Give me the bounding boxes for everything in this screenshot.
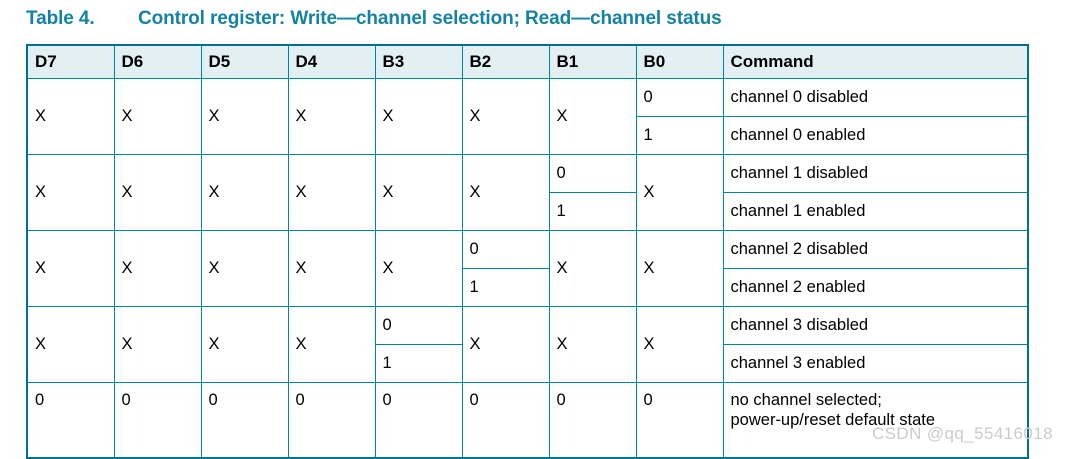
cell-b1-ch0: X <box>548 78 637 155</box>
cell-d5-ch3: X <box>200 306 289 383</box>
cell-b0-ch1: X <box>635 154 724 231</box>
cell-command-ch1-enabled: channel 1 enabled <box>722 192 1029 231</box>
cell-d6-ch1: X <box>113 154 202 231</box>
column-header-d4: D4 <box>287 44 376 79</box>
cell-d7-default: 0 <box>26 382 115 459</box>
cell-d6-ch2: X <box>113 230 202 307</box>
table-body: X X X X X X X 0 channel 0 disabled 1 cha… <box>26 78 1029 459</box>
cell-b2-ch0: X <box>461 78 550 155</box>
control-register-table-wrapper: D7 D6 D5 D4 B3 B2 B1 B0 Command X X X <box>26 44 1029 459</box>
cell-b0-ch0-disabled: 0 <box>635 78 724 117</box>
cell-command-ch0-disabled: channel 0 disabled <box>722 78 1029 117</box>
cell-d4-default: 0 <box>287 382 376 459</box>
cell-d4-ch2: X <box>287 230 376 307</box>
cell-d6-ch0: X <box>113 78 202 155</box>
cell-d7-ch0: X <box>26 78 115 155</box>
cell-d7-ch2: X <box>26 230 115 307</box>
table-row: X X X X X X 0 X channel 1 disabled <box>26 154 1029 231</box>
cell-d7-ch3: X <box>26 306 115 383</box>
table-row: X X X X X 0 X X channel 2 disabled <box>26 230 1029 307</box>
column-header-b2: B2 <box>461 44 550 79</box>
cell-b0-ch0-enabled: 1 <box>635 116 724 155</box>
cell-b0-default: 0 <box>635 382 724 459</box>
cell-command-default-line2: power-up/reset default state <box>730 411 936 430</box>
table-row: X X X X 0 X X X channel 3 disabled <box>26 306 1029 383</box>
cell-command-ch0-enabled: channel 0 enabled <box>722 116 1029 155</box>
cell-command-default: no channel selected; power-up/reset defa… <box>722 382 1029 459</box>
cell-d6-default: 0 <box>113 382 202 459</box>
cell-b1-ch2: X <box>548 230 637 307</box>
table-row: 1 channel 0 enabled <box>27 116 1029 155</box>
cell-b2-ch2-enabled: 1 <box>461 268 550 307</box>
cell-b2-ch3: X <box>461 306 550 383</box>
table-row: 0 0 0 0 0 0 0 0 no channel selected; pow… <box>26 382 1029 459</box>
cell-d4-ch3: X <box>287 306 376 383</box>
cell-d4-ch1: X <box>287 154 376 231</box>
cell-d5-ch2: X <box>200 230 289 307</box>
column-header-d6: D6 <box>113 44 202 79</box>
cell-b2-ch1: X <box>461 154 550 231</box>
cell-command-ch1-disabled: channel 1 disabled <box>722 154 1029 193</box>
cell-b2-ch2-disabled: 0 <box>461 230 550 269</box>
column-header-command: Command <box>722 44 1029 79</box>
cell-b3-ch3-enabled: 1 <box>374 344 463 383</box>
column-header-d5: D5 <box>200 44 289 79</box>
cell-b3-default: 0 <box>374 382 463 459</box>
control-register-table: D7 D6 D5 D4 B3 B2 B1 B0 Command X X X <box>26 44 1029 459</box>
cell-d7-ch1: X <box>26 154 115 231</box>
cell-command-ch3-disabled: channel 3 disabled <box>722 306 1029 345</box>
cell-command-ch3-enabled: channel 3 enabled <box>722 344 1029 383</box>
table-caption: Table 4. Control register: Write—channel … <box>26 8 722 30</box>
cell-b1-ch3: X <box>548 306 637 383</box>
table-row: X X X X X X X 0 channel 0 disabled <box>26 78 1029 155</box>
table-caption-text: Control register: Write—channel selectio… <box>138 8 722 29</box>
table-header: D7 D6 D5 D4 B3 B2 B1 B0 Command <box>26 44 1029 79</box>
cell-b1-default: 0 <box>548 382 637 459</box>
cell-command-ch2-disabled: channel 2 disabled <box>722 230 1029 269</box>
cell-b3-ch1: X <box>374 154 463 231</box>
cell-d5-default: 0 <box>200 382 289 459</box>
table-caption-number: Table 4. <box>26 8 95 29</box>
table-row: 1 channel 1 enabled <box>27 192 1029 231</box>
cell-d5-ch0: X <box>200 78 289 155</box>
cell-b1-ch1-disabled: 0 <box>548 154 637 193</box>
cell-command-ch2-enabled: channel 2 enabled <box>722 268 1029 307</box>
column-header-b3: B3 <box>374 44 463 79</box>
cell-b0-ch3: X <box>635 306 724 383</box>
cell-command-default-line1: no channel selected; <box>730 391 882 409</box>
table-header-row: D7 D6 D5 D4 B3 B2 B1 B0 Command <box>26 44 1029 79</box>
cell-b0-ch2: X <box>635 230 724 307</box>
column-header-b0: B0 <box>635 44 724 79</box>
cell-b1-ch1-enabled: 1 <box>548 192 637 231</box>
table-row: 1 channel 3 enabled <box>27 344 1029 383</box>
cell-b3-ch2: X <box>374 230 463 307</box>
cell-d5-ch1: X <box>200 154 289 231</box>
cell-b3-ch0: X <box>374 78 463 155</box>
cell-b3-ch3-disabled: 0 <box>374 306 463 345</box>
column-header-d7: D7 <box>26 44 115 79</box>
cell-b2-default: 0 <box>461 382 550 459</box>
column-header-b1: B1 <box>548 44 637 79</box>
cell-d6-ch3: X <box>113 306 202 383</box>
cell-d4-ch0: X <box>287 78 376 155</box>
